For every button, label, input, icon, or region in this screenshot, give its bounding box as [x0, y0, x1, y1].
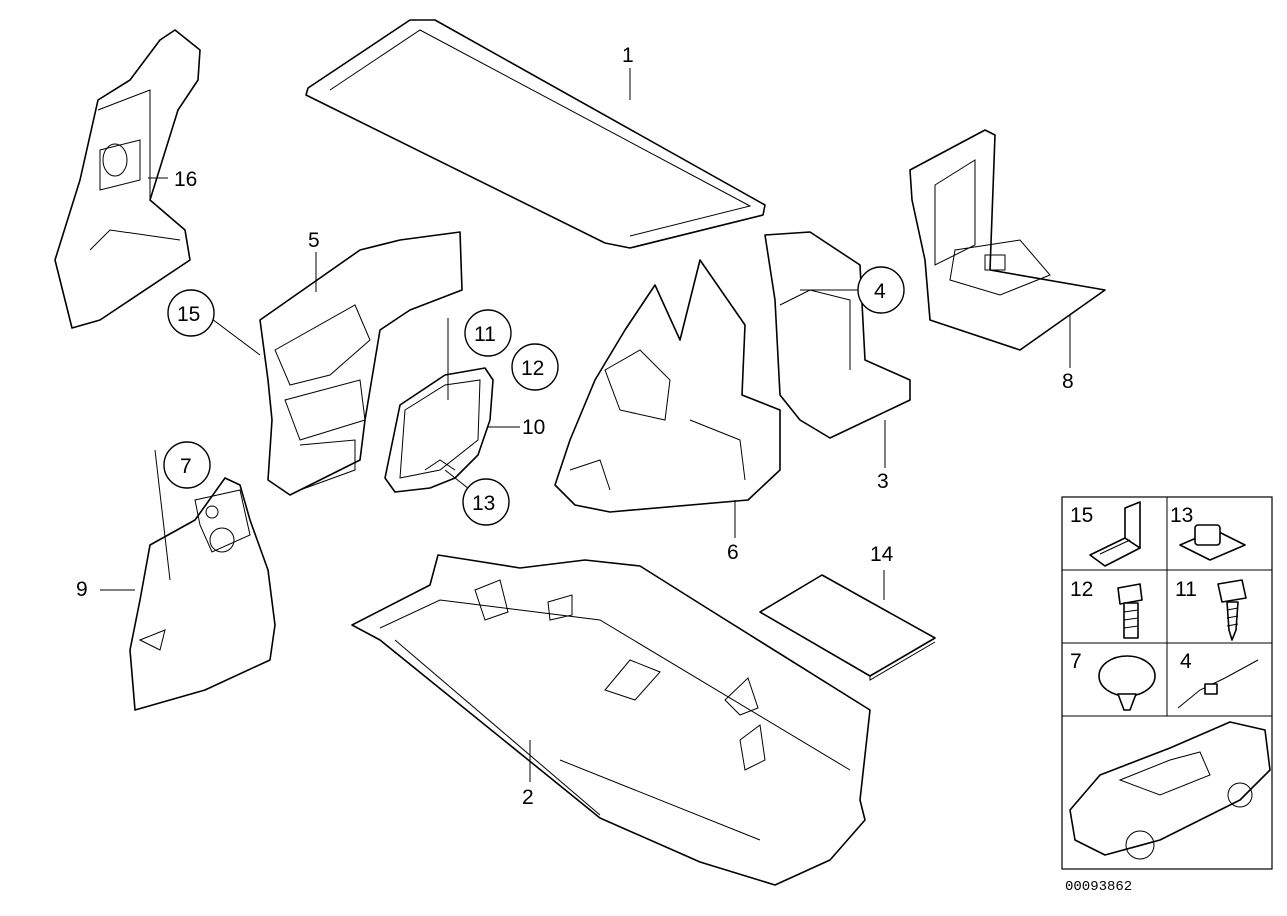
callout-11: 11 — [464, 309, 512, 357]
callout-circle — [167, 289, 215, 337]
callout-circle — [462, 478, 510, 526]
callout-circle — [857, 266, 905, 314]
callout-label: 11 — [474, 323, 496, 346]
part-3-corner-trim — [764, 231, 911, 439]
speed-nut-icon — [1179, 524, 1246, 561]
part-16-side-trim — [54, 29, 201, 329]
callout-16: 16 — [174, 168, 197, 191]
callout-13: 13 — [462, 478, 510, 526]
callout-label: 1 — [622, 44, 634, 67]
fastener-legend: 15 13 12 11 7 4 — [1061, 496, 1273, 870]
callout-4: 4 — [857, 266, 905, 314]
part-14-pad — [759, 574, 936, 681]
callout-9: 9 — [76, 578, 88, 601]
callout-label: 2 — [522, 786, 534, 809]
callout-12: 12 — [511, 343, 559, 391]
callout-circle — [464, 309, 512, 357]
callout-label: 15 — [177, 303, 200, 326]
part-8-rear-trim — [909, 129, 1106, 351]
callout-circle — [511, 343, 559, 391]
rivet-icon — [1098, 655, 1156, 711]
callout-label: 13 — [472, 492, 495, 515]
cable-tie-icon — [1177, 659, 1259, 709]
callout-1: 1 — [622, 44, 634, 67]
part-6-side-panel — [554, 259, 781, 513]
legend-label-12: 12 — [1070, 578, 1093, 601]
callout-label: 14 — [870, 543, 894, 566]
callout-15: 15 — [167, 289, 215, 337]
callout-label: 3 — [877, 470, 889, 493]
legend-label-4: 4 — [1180, 650, 1192, 673]
callout-3: 3 — [877, 470, 889, 493]
screw-icon — [1217, 579, 1247, 641]
part-1-rear-shelf — [305, 19, 766, 249]
callout-8: 8 — [1062, 370, 1074, 393]
part-5-insulation — [259, 231, 463, 496]
callout-7: 7 — [163, 441, 211, 489]
part-10-trim-cover — [384, 367, 494, 493]
callout-label: 12 — [521, 357, 544, 380]
callout-2: 2 — [522, 786, 534, 809]
callout-label: 8 — [1062, 370, 1074, 393]
callout-label: 7 — [180, 455, 192, 478]
document-number: 00093862 — [1065, 879, 1132, 895]
callout-5: 5 — [308, 229, 320, 252]
callout-label: 10 — [522, 416, 545, 439]
part-2-floor-mat — [351, 554, 871, 886]
car-thumbnail-icon — [1069, 721, 1271, 860]
part-9-lower-trim — [129, 477, 276, 711]
legend-label-11: 11 — [1175, 578, 1197, 601]
legend-label-7: 7 — [1070, 650, 1082, 673]
callout-circle — [163, 441, 211, 489]
callout-label: 6 — [727, 541, 739, 564]
leader-lines — [100, 68, 1071, 782]
callout-14: 14 — [870, 543, 894, 566]
clip-bracket-icon — [1089, 501, 1141, 567]
bolt-icon — [1117, 583, 1143, 639]
legend-label-13: 13 — [1170, 504, 1193, 527]
callout-label: 16 — [174, 168, 197, 191]
legend-label-15: 15 — [1070, 504, 1093, 527]
callout-label: 5 — [308, 229, 320, 252]
callout-label: 4 — [874, 280, 886, 303]
callout-label: 9 — [76, 578, 88, 601]
callout-6: 6 — [727, 541, 739, 564]
callout-10: 10 — [522, 416, 545, 439]
